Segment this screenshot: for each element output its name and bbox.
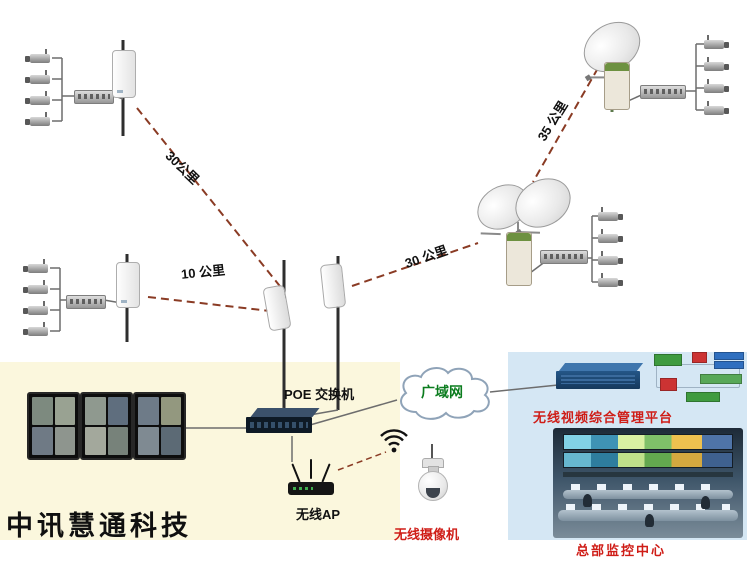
cctv-camera-icon xyxy=(598,212,618,221)
platform-flowchart-thumbnail xyxy=(648,350,746,404)
monitor-screen xyxy=(80,392,133,460)
control-room-desk xyxy=(563,484,733,499)
cctv-camera-icon xyxy=(704,84,724,93)
wireless-ap-label: 无线AP xyxy=(296,507,341,522)
control-room-videowall xyxy=(563,434,733,450)
cctv-camera-icon xyxy=(25,70,50,84)
poe-switch-label: POE 交换机 xyxy=(284,387,355,402)
operator-figure xyxy=(583,494,592,507)
poe-switch-icon xyxy=(246,417,312,433)
ethernet-switch-icon xyxy=(66,295,106,309)
management-platform-label: 无线视频综合管理平台 xyxy=(533,410,674,425)
wan-cloud-icon xyxy=(400,367,490,420)
outdoor-radio-unit-icon xyxy=(604,62,630,110)
ethernet-switch-icon xyxy=(640,85,686,99)
video-wall-monitors xyxy=(27,392,186,460)
wireless-camera-label: 无线摄像机 xyxy=(394,527,460,542)
cctv-camera-icon xyxy=(23,259,48,273)
wireless-bridge-icon xyxy=(116,262,140,308)
cctv-camera-icon xyxy=(25,91,50,105)
camera-antenna-icon xyxy=(431,444,433,459)
management-server-top xyxy=(558,363,644,371)
wireless-links xyxy=(136,67,599,471)
outdoor-radio-unit-icon xyxy=(506,232,532,286)
company-name: 中讯慧通科技 xyxy=(6,511,192,541)
control-room-videowall xyxy=(563,452,733,468)
control-room-image xyxy=(553,428,743,538)
monitor-screen xyxy=(133,392,186,460)
operator-figure xyxy=(645,514,654,527)
operator-figure xyxy=(701,496,710,509)
wireless-ptz-camera-icon xyxy=(418,471,448,501)
cctv-camera-icon xyxy=(598,278,618,287)
wireless-bridge-icon xyxy=(112,50,136,98)
control-room-wall-base xyxy=(563,472,733,477)
cctv-camera-icon xyxy=(704,62,724,71)
wifi-signal-icon xyxy=(380,429,408,453)
cctv-camera-icon xyxy=(23,322,48,336)
sector-antenna-icon xyxy=(319,262,347,310)
cctv-camera-icon xyxy=(25,112,50,126)
hq-monitoring-center-label: 总部监控中心 xyxy=(576,543,667,558)
cctv-camera-icon xyxy=(23,301,48,315)
wireless-ap-router-icon xyxy=(288,482,334,495)
ethernet-switch-icon xyxy=(74,90,114,104)
monitor-screen xyxy=(27,392,80,460)
cctv-camera-icon xyxy=(598,234,618,243)
management-server-icon xyxy=(556,371,640,389)
poe-switch-top xyxy=(250,408,320,417)
cctv-camera-icon xyxy=(25,49,50,63)
wan-cloud-label: 广域网 xyxy=(421,384,463,400)
cctv-camera-icon xyxy=(704,106,724,115)
cctv-camera-icon xyxy=(23,280,48,294)
ethernet-switch-icon xyxy=(540,250,588,264)
router-antenna-icon xyxy=(310,459,312,479)
cctv-camera-icon xyxy=(704,40,724,49)
cctv-camera-icon xyxy=(598,256,618,265)
